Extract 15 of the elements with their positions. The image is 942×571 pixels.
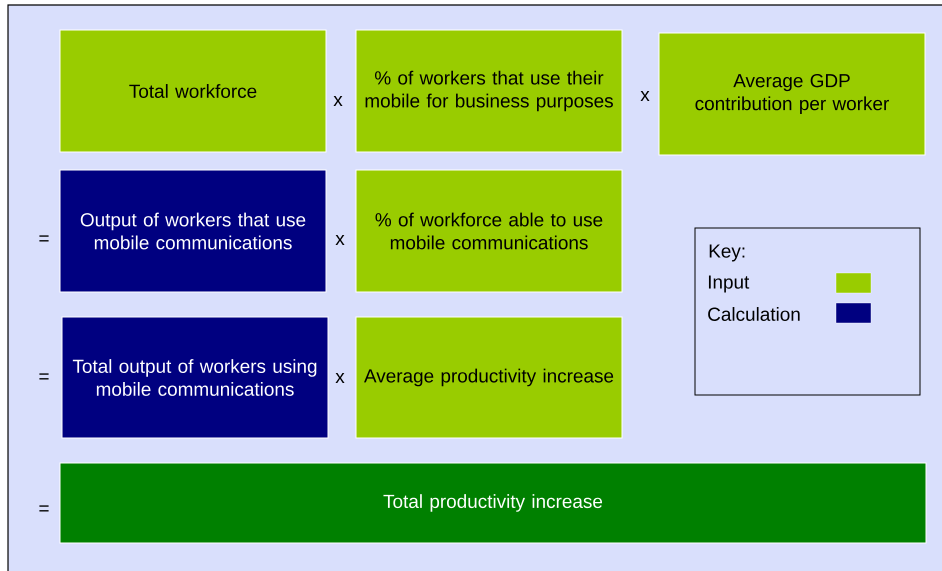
operator-sign: x [336,235,345,245]
result-box: Total productivity increase [60,462,926,544]
calculation-box: Total output of workers using mobile communications [62,316,328,438]
legend-label: Input [708,276,750,292]
input-box: Total workforce [60,30,326,152]
key-heading: Key: [710,244,744,262]
input-box: Average productivity increase [356,316,622,438]
legend-label: Calculation [708,307,800,321]
calculation-box: Output of workers that use mobile communications [60,169,326,292]
input-box: % of workers that use their mobile for business purposes [356,30,622,152]
operator-sign: x [336,372,345,383]
input-box: Average GDP contribution per worker [658,32,926,156]
operator-sign: x [640,91,650,101]
operator-sign: x [334,96,343,106]
input-box: % of workforce able to use mobile communications [356,169,622,292]
